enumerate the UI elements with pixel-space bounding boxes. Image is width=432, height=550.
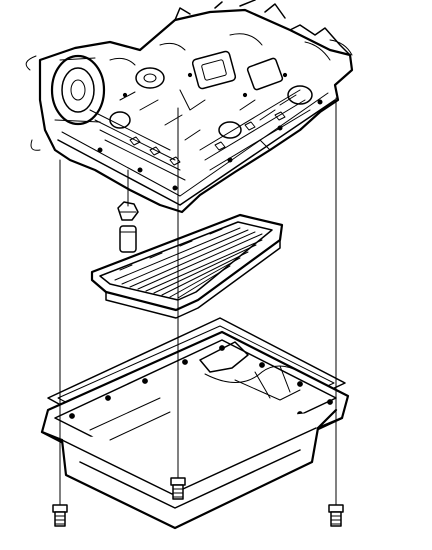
pan-bolt-right-icon bbox=[328, 97, 344, 527]
valve-body-assembly-icon bbox=[25, 0, 354, 214]
filter-seal-icon bbox=[117, 201, 139, 253]
oil-pan-icon bbox=[40, 330, 350, 530]
pan-bolt-center-icon bbox=[170, 107, 186, 500]
pan-bolt-left-icon bbox=[52, 159, 68, 527]
